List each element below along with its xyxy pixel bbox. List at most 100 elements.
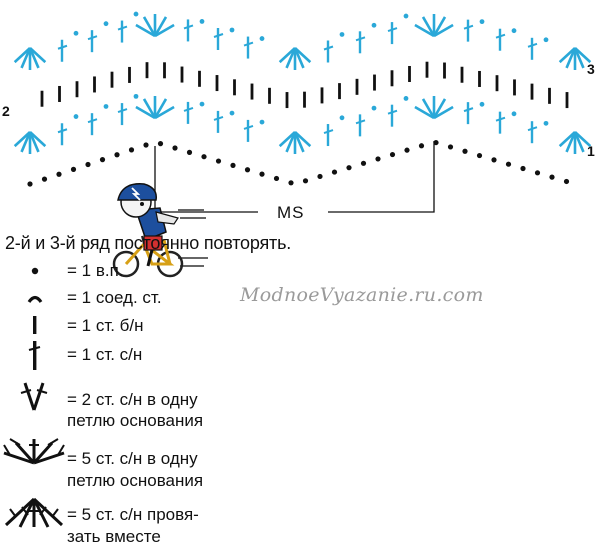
- chain-stitch: [114, 152, 120, 158]
- legend-slip-label: = 1 соед. ст.: [67, 288, 162, 307]
- chain-dot: [259, 36, 265, 41]
- shell-dc: [153, 98, 168, 119]
- chain-dot: [339, 32, 345, 37]
- double-crochet-bar: [57, 128, 68, 134]
- single-crochet: [373, 74, 376, 91]
- shell-dc: [135, 105, 156, 120]
- single-crochet: [110, 71, 114, 88]
- chain-dot: [543, 37, 549, 43]
- chain-dot: [371, 105, 377, 111]
- shell-dc: [432, 16, 447, 37]
- shell-dc: [154, 23, 175, 38]
- chain-stitch: [534, 170, 541, 176]
- chain-stitch: [41, 176, 48, 182]
- chain-dot: [133, 11, 139, 17]
- double-crochet-bar: [463, 107, 474, 113]
- shell-dc: [421, 98, 436, 119]
- single-crochet: [355, 78, 359, 95]
- single-crochet: [268, 87, 271, 104]
- cluster-dc: [558, 131, 576, 148]
- slip-stitch-icon: [27, 295, 43, 303]
- shell-dc: [433, 23, 454, 38]
- watermark-text: ModnoeVyazanie.ru.com: [240, 284, 484, 306]
- single-crochet: [215, 75, 219, 92]
- single-crochet: [478, 70, 481, 87]
- single-crochet: [75, 81, 79, 98]
- single-crochet: [128, 66, 131, 83]
- single-crochet: [495, 75, 499, 92]
- chain-stitch: [128, 147, 135, 153]
- single-crochet: [198, 70, 201, 87]
- single-crochet: [513, 79, 516, 96]
- chain-stitch: [143, 142, 149, 148]
- double-crochet-bar: [213, 33, 224, 38]
- chain-stitch: [433, 139, 439, 146]
- chain-stitch: [56, 171, 62, 177]
- chain-stitch: [418, 143, 425, 149]
- chain-stitch: [476, 152, 483, 159]
- chain-stitch: [215, 158, 222, 164]
- double-crochet-bar: [183, 106, 194, 112]
- chain-dot: [73, 114, 79, 119]
- chain-dot: [479, 19, 485, 25]
- legend-sc-label: = 1 ст. б/н: [67, 316, 144, 335]
- cluster-dc: [294, 47, 312, 64]
- single-crochet: [163, 62, 166, 79]
- chain-stitch: [70, 166, 77, 172]
- double-crochet-bar: [527, 42, 538, 48]
- double-crochet-bar: [57, 44, 68, 50]
- single-crochet: [58, 85, 61, 102]
- chain-stitch: [99, 157, 106, 163]
- single-crochet: [565, 92, 569, 109]
- shell-dc: [421, 16, 436, 37]
- chain-dot: [73, 30, 79, 36]
- chain-stitch: [491, 157, 497, 163]
- chain-stitch: [27, 181, 33, 187]
- cluster-dc: [293, 47, 305, 69]
- single-crochet: [408, 65, 411, 82]
- shell-dc: [414, 23, 435, 38]
- chain-dot: [259, 119, 265, 125]
- cluster-dc: [13, 47, 31, 64]
- cluster-dc: [574, 131, 592, 148]
- chain-stitch: [201, 154, 207, 160]
- chain-dot: [403, 96, 409, 101]
- single-crochet: [443, 62, 446, 79]
- chain-stitch: [186, 149, 193, 155]
- single-crochet: [530, 83, 534, 100]
- repeat-instruction: 2-й и 3-й ряд постоянно повторять.: [5, 233, 292, 253]
- cluster-dc: [13, 131, 31, 148]
- legend-cluster-label: = 5 ст. с/н провя-: [67, 505, 199, 524]
- double-crochet-bar: [243, 124, 254, 130]
- five-dc-cluster-icon: [4, 497, 64, 528]
- five-dc-shell-icon: [3, 438, 65, 465]
- legend-dc-label: = 1 ст. с/н: [67, 345, 143, 364]
- single-crochet: [285, 92, 289, 109]
- cluster-dc: [294, 131, 312, 148]
- chain-stitch: [549, 174, 555, 180]
- double-crochet-bar: [495, 116, 506, 122]
- chain-dot: [199, 101, 205, 107]
- single-crochet: [93, 76, 96, 93]
- chain-stitch: [157, 141, 164, 147]
- shell-dc: [433, 105, 454, 120]
- single-crochet: [145, 62, 149, 79]
- chain-stitch: [85, 161, 91, 168]
- chain-stitch: [259, 171, 265, 177]
- chain-stitch: [360, 160, 367, 166]
- cluster-dc: [29, 131, 47, 148]
- double-crochet-bar: [243, 41, 254, 47]
- shell-dc: [135, 23, 156, 38]
- cluster-dc: [285, 131, 297, 153]
- cluster-dc: [28, 47, 40, 69]
- legend-2dc-label: = 2 ст. с/н в одну: [67, 390, 198, 409]
- double-crochet-icon: [28, 341, 41, 370]
- legend-cluster-label-2: зать вместе: [67, 527, 161, 546]
- shell-dc: [153, 16, 168, 37]
- chain-dot: [229, 110, 235, 116]
- single-crochet: [548, 87, 551, 104]
- chain-dot: [511, 28, 517, 34]
- shell-dc: [142, 16, 157, 37]
- cluster-dc: [20, 47, 32, 69]
- single-crochet: [460, 66, 464, 83]
